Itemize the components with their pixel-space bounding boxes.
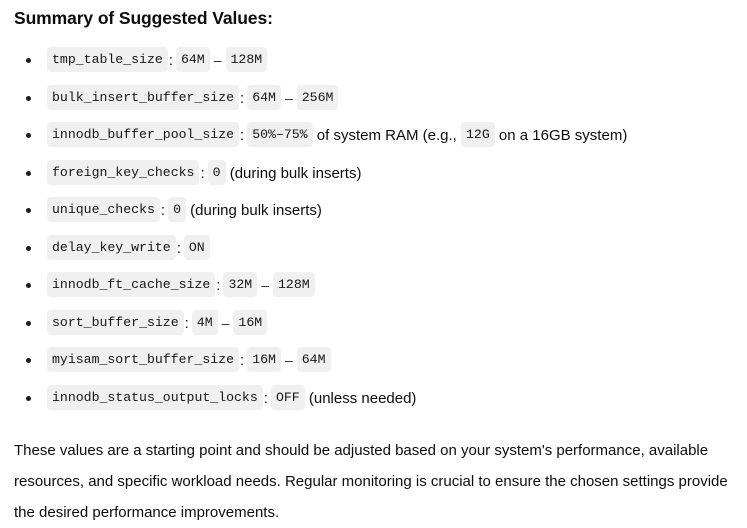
value-high-chip: 128M — [225, 47, 268, 72]
bullet-icon — [26, 395, 31, 401]
list-item: bulk_insert_buffer_size:64M–256M — [14, 80, 733, 118]
bullet-icon — [26, 170, 31, 176]
bullet-icon — [26, 133, 31, 139]
list-item: innodb_buffer_pool_size:50%–75% of syste… — [14, 117, 733, 155]
list-item: tmp_table_size:64M–128M — [14, 42, 733, 80]
colon-separator: : — [240, 127, 245, 144]
parameter-name-chip: innodb_status_output_locks — [47, 384, 263, 410]
page-title: Summary of Suggested Values: — [14, 8, 273, 28]
item-note: (during bulk inserts) — [229, 164, 362, 182]
parameter-name-chip: innodb_ft_cache_size — [47, 272, 216, 297]
bullet-icon — [26, 58, 31, 64]
bullet-icon — [26, 283, 31, 289]
range-dash: – — [221, 314, 230, 331]
colon-separator: : — [184, 314, 189, 332]
value-low-chip: 16M — [247, 347, 281, 372]
list-item: sort_buffer_size:4M–16M — [14, 305, 733, 343]
example-value-chip: 12G — [461, 122, 495, 147]
item-note: (during bulk inserts) — [190, 202, 322, 219]
parameter-name-chip: bulk_insert_buffer_size — [47, 84, 240, 110]
parameter-name-chip: sort_buffer_size — [47, 309, 184, 335]
colon-separator: : — [240, 89, 245, 107]
list-item: unique_checks:0 (during bulk inserts) — [14, 192, 733, 230]
closing-paragraph: These values are a starting point and sh… — [14, 442, 728, 521]
value-high-chip: 256M — [296, 84, 339, 110]
value-high-chip: 128M — [273, 272, 315, 297]
range-dash: – — [284, 352, 293, 368]
bullet-icon — [26, 208, 31, 214]
colon-separator: : — [168, 52, 173, 69]
range-dash: – — [261, 277, 269, 293]
parameter-name-chip: tmp_table_size — [47, 47, 168, 72]
range-dash: – — [213, 52, 222, 68]
list-item: delay_key_write:ON — [14, 230, 733, 268]
colon-separator: : — [216, 277, 221, 294]
value-low-chip: 64M — [175, 47, 210, 72]
value-high-chip: 16M — [233, 309, 268, 335]
colon-separator: : — [160, 202, 166, 219]
list-item: innodb_status_output_locks:OFF (unless n… — [14, 380, 733, 418]
value-low-chip: 4M — [191, 309, 218, 335]
value-low-chip: 50%–75% — [247, 122, 313, 147]
colon-separator: : — [263, 389, 268, 407]
bullet-icon — [26, 245, 31, 251]
parameter-name-chip: foreign_key_checks — [47, 159, 200, 185]
value-high-chip: 64M — [296, 347, 331, 372]
value-low-chip: 32M — [223, 272, 258, 297]
item-note-tail: on a 16GB system) — [498, 127, 628, 144]
parameter-name-chip: delay_key_write — [47, 234, 176, 260]
parameter-name-chip: unique_checks — [47, 197, 160, 222]
bullet-icon — [26, 358, 31, 364]
list-item: myisam_sort_buffer_size:16M–64M — [14, 342, 733, 380]
value-low-chip: 0 — [207, 159, 226, 185]
item-note: (unless needed) — [308, 389, 417, 407]
value-low-chip: OFF — [270, 384, 305, 410]
bullet-icon — [26, 95, 31, 101]
colon-separator: : — [200, 164, 205, 182]
value-low-chip: 64M — [247, 84, 281, 110]
parameter-name-chip: innodb_buffer_pool_size — [47, 122, 240, 147]
item-note: of system RAM (e.g., — [316, 127, 457, 144]
colon-separator: : — [240, 352, 245, 369]
list-item: foreign_key_checks:0 (during bulk insert… — [14, 155, 733, 193]
range-dash: – — [284, 89, 293, 106]
parameter-name-chip: myisam_sort_buffer_size — [47, 347, 240, 372]
bullet-icon — [26, 320, 31, 326]
list-item: innodb_ft_cache_size:32M–128M — [14, 267, 733, 305]
value-low-chip: 0 — [168, 197, 186, 222]
colon-separator: : — [176, 239, 181, 257]
value-low-chip: ON — [183, 234, 210, 260]
